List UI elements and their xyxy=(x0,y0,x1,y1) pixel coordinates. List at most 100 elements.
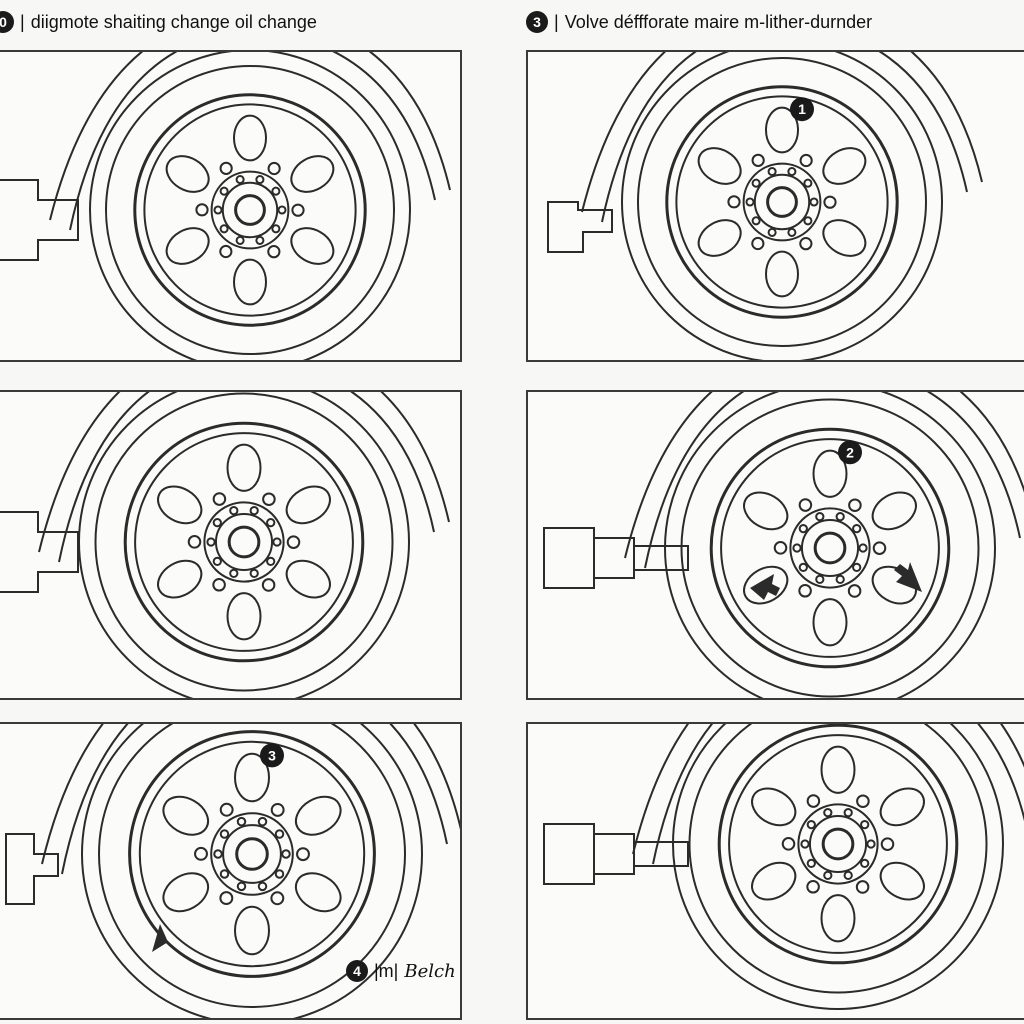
lug-boss xyxy=(799,153,813,168)
separator: | xyxy=(554,11,559,32)
lug-boss xyxy=(270,891,285,906)
hub-bolt xyxy=(803,178,813,188)
hub-bolt xyxy=(852,562,862,573)
wheel-panel-5: 3 xyxy=(0,722,462,1020)
hub-bolt xyxy=(257,816,268,827)
rim-window xyxy=(285,485,331,525)
tire-inner xyxy=(94,392,394,692)
rim-window xyxy=(743,565,789,605)
hub-middle xyxy=(800,518,860,578)
tire-inner xyxy=(98,724,406,1008)
hub-bolt xyxy=(745,197,755,207)
lug-boss xyxy=(856,794,870,808)
rim-window xyxy=(820,894,856,943)
rim-window xyxy=(157,559,203,599)
plug-connector xyxy=(5,833,59,905)
lug-boss xyxy=(847,584,862,598)
rim-outer xyxy=(709,427,951,669)
wheel-drawing xyxy=(0,52,451,360)
plug-connector xyxy=(543,527,595,589)
lug-boss xyxy=(219,244,233,259)
hub-outer xyxy=(203,501,285,583)
hub-middle xyxy=(808,814,868,874)
tire-outer xyxy=(78,392,410,698)
hub-bolt xyxy=(798,562,808,573)
lug-boss xyxy=(872,541,887,555)
lug-boss xyxy=(194,846,208,861)
hub-bolt xyxy=(274,829,285,839)
hub-bolt xyxy=(257,881,268,892)
tire-outer xyxy=(672,724,1004,1010)
rim-window xyxy=(165,227,210,265)
hub-bolt xyxy=(798,523,808,534)
hub-bolt xyxy=(271,186,281,196)
rim-window xyxy=(822,147,867,185)
fender-inner xyxy=(69,52,436,231)
rim-window xyxy=(162,795,210,836)
arrow-down xyxy=(152,924,168,952)
arrow-left xyxy=(750,574,780,600)
rim-inner xyxy=(720,438,940,658)
hub-bolt xyxy=(255,175,265,185)
rim-window xyxy=(226,592,262,641)
fender-arch xyxy=(581,52,983,213)
lug-boss xyxy=(291,203,305,217)
wheel-drawing: 2 xyxy=(543,392,1024,698)
fender-inner xyxy=(601,52,968,223)
hub-bolt xyxy=(281,849,291,859)
rim-window xyxy=(290,155,335,193)
fender-inner xyxy=(58,392,435,563)
hub-bolt xyxy=(806,819,816,830)
rim-window xyxy=(879,861,925,901)
hub-bolt xyxy=(277,205,287,215)
footer-word: Belch xyxy=(404,960,456,982)
hub-bolt xyxy=(266,517,276,528)
hub-middle xyxy=(221,181,279,239)
fender-inner xyxy=(644,392,1021,569)
wheel-panel-1 xyxy=(0,50,462,362)
rim-outer xyxy=(128,730,376,978)
wheel-panel-2: 1 xyxy=(526,50,1024,362)
lug-boss xyxy=(219,891,234,906)
hub-middle xyxy=(753,173,811,231)
rim-window xyxy=(697,147,742,185)
hub-bolt xyxy=(229,568,239,579)
arrow-group xyxy=(152,924,168,952)
lug-boss xyxy=(798,584,812,598)
heading-right-text: Volve déffforate maire m-lither-durnder xyxy=(564,11,873,32)
wheel-panel-3 xyxy=(0,390,462,700)
hub-bolt xyxy=(213,205,223,215)
rim-window xyxy=(234,752,270,803)
tire-outer xyxy=(621,52,943,360)
hub-bolt xyxy=(271,224,281,234)
rim-window xyxy=(822,219,867,257)
lug-boss xyxy=(261,578,276,592)
hub-center xyxy=(813,531,847,565)
hub-bolt xyxy=(803,216,813,226)
hub-bolt xyxy=(852,523,862,534)
step-badge-number: 2 xyxy=(846,444,854,460)
step-badge-number: 1 xyxy=(798,101,806,117)
rim-window xyxy=(157,485,203,525)
hub-bolt xyxy=(823,807,833,818)
step-badge xyxy=(790,97,814,122)
hub-bolt xyxy=(212,517,222,528)
hub-outer xyxy=(789,507,871,589)
plug-tip xyxy=(633,545,689,571)
lug-boss xyxy=(219,802,234,817)
hub-bolt xyxy=(767,227,777,237)
hub-bolt xyxy=(219,869,230,879)
lug-boss xyxy=(781,837,796,851)
footer-code: |m| xyxy=(374,960,399,981)
heading-right: 3 | Volve déffforate maire m-lither-durn… xyxy=(526,8,872,36)
hub-bolt xyxy=(266,556,276,567)
lug-boss xyxy=(848,498,862,512)
hub-bolt xyxy=(806,858,816,869)
tire-outer xyxy=(664,392,996,698)
hub-outer xyxy=(742,162,822,242)
rim-inner xyxy=(134,432,354,652)
rim-inner xyxy=(675,95,889,309)
rim-window xyxy=(285,559,331,599)
arrow-right xyxy=(894,562,922,592)
hub-bolt xyxy=(219,186,229,196)
